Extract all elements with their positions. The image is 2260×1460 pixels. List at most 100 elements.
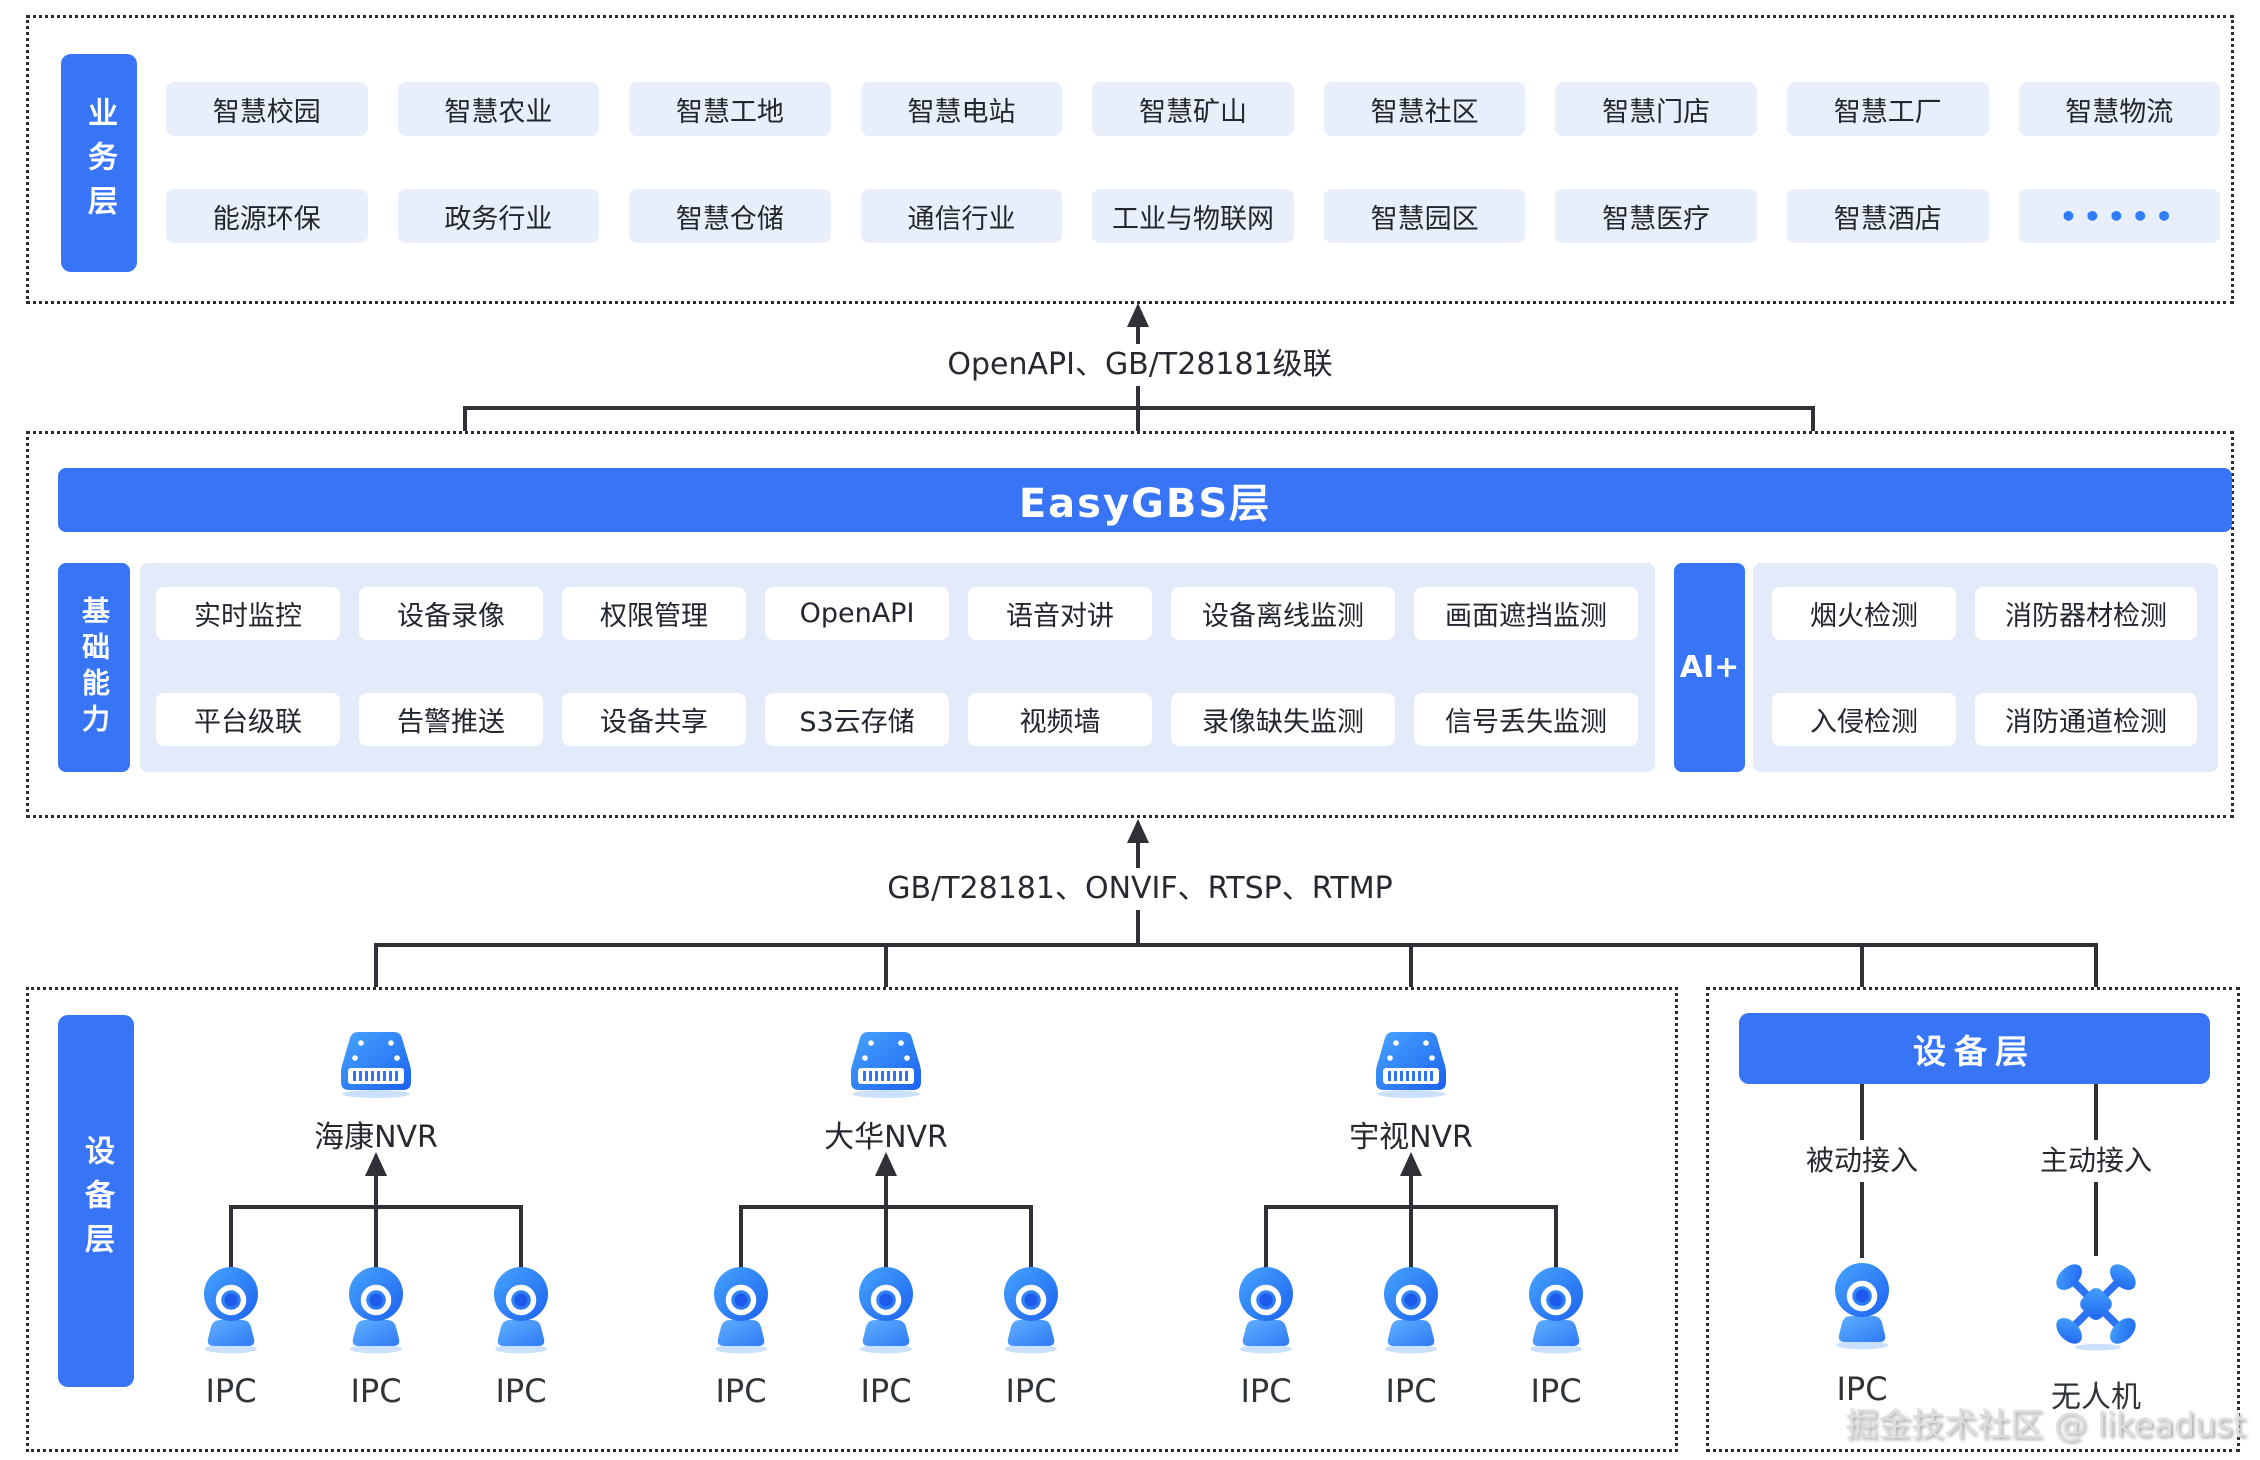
business-chip-row-2: 能源环保政务行业智慧仓储通信行业工业与物联网智慧园区智慧医疗智慧酒店••••• [166, 189, 2221, 243]
capability-chip: 实时监控 [156, 587, 340, 640]
nvr-icon [844, 1028, 928, 1098]
ipc-camera-icon [204, 1267, 258, 1354]
business-layer-box: 业务层 智慧校园智慧农业智慧工地智慧电站智慧矿山智慧社区智慧门店智慧工厂智慧物流… [26, 15, 2234, 304]
nvr-name: 大华NVR [824, 1120, 948, 1155]
business-chip: 智慧仓储 [629, 189, 831, 243]
ipc-camera-icon-slot [1524, 1267, 1588, 1358]
nvr-icon [1369, 1028, 1453, 1098]
business-chip: 智慧农业 [397, 82, 600, 136]
nvr-group-dahua: 大华NVR IPC IPC [709, 1020, 1063, 1450]
active-access-label: 主动接入 [2029, 1140, 2163, 1182]
arrow-up-to-nvr [365, 1152, 387, 1176]
ipc-camera-icon-slot [344, 1267, 408, 1358]
ai-chip: 消防器材检测 [1975, 587, 2197, 640]
nvr-stem-line [1409, 1174, 1413, 1227]
business-chip: ••••• [2018, 189, 2221, 243]
nvr-name: 海康NVR [314, 1120, 438, 1155]
ipc-camera-label: IPC [1240, 1372, 1292, 1410]
ipc-camera-icon [859, 1267, 913, 1354]
nvr-name: 宇视NVR [1349, 1120, 1473, 1155]
camera-drop-line [374, 1207, 378, 1282]
ipc-camera: IPC [344, 1262, 408, 1410]
camera-drop-line [519, 1207, 523, 1282]
arrow-up-to-business-layer [1127, 303, 1149, 327]
ai-label: AI+ [1674, 563, 1745, 772]
ipc-camera-label: IPC [350, 1372, 402, 1410]
ipc-camera-icon [1529, 1267, 1583, 1354]
ipc-camera-icon-slot [199, 1267, 263, 1358]
drop-line-nvr-2 [884, 943, 888, 1028]
ipc-camera-icon-slot [1379, 1267, 1443, 1358]
business-chip: 智慧工地 [629, 82, 831, 136]
ipc-camera-label: IPC [1385, 1372, 1437, 1410]
ipc-camera: IPC [854, 1262, 918, 1410]
capability-chip: 权限管理 [562, 587, 746, 640]
device-layer-left-label-text: 设备层 [79, 1135, 114, 1267]
capability-chip: 信号丢失监测 [1414, 693, 1638, 746]
camera-drop-line [739, 1207, 743, 1282]
capability-chip: 告警推送 [359, 693, 543, 746]
ipc-camera: IPC [1524, 1262, 1588, 1410]
ipc-camera: IPC [1234, 1262, 1298, 1410]
arrow-up-to-nvr [1400, 1152, 1422, 1176]
ai-chip-row-2: 入侵检测消防通道检测 [1772, 693, 2197, 746]
connector-device-label: GB/T28181、ONVIF、RTSP、RTMP [871, 868, 1409, 910]
connector-top-label: OpenAPI、GB/T28181级联 [931, 344, 1349, 386]
ipc-camera-icon-slot [489, 1267, 553, 1358]
ipc-camera-label: IPC [205, 1372, 257, 1410]
camera-drop-line [1409, 1207, 1413, 1282]
drone-device: 无人机 [2016, 1256, 2176, 1416]
ipc-camera-icon-slot [1830, 1263, 1894, 1354]
ipc-camera-icon [349, 1267, 403, 1354]
capability-chip: 设备共享 [562, 693, 746, 746]
business-chip: 智慧门店 [1555, 82, 1757, 136]
ipc-camera-icon [714, 1267, 768, 1354]
camera-row: IPC IPC IPC [709, 1262, 1063, 1410]
camera-drop-line [1264, 1207, 1268, 1282]
business-chip: 智慧矿山 [1092, 82, 1294, 136]
ipc-camera-icon [1239, 1267, 1293, 1354]
ipc-camera-label: IPC [860, 1372, 912, 1410]
nvr-stem-line [374, 1174, 378, 1227]
business-chip: 通信行业 [860, 189, 1063, 243]
nvr-stem-line [884, 1174, 888, 1227]
capabilities-label: 基础能力 [58, 563, 130, 772]
bracket-line-top [463, 406, 1815, 410]
camera-row: IPC IPC IPC [1234, 1262, 1588, 1410]
nvr-group-hikvision: 海康NVR IPC IPC [199, 1020, 553, 1450]
drone-label: 无人机 [2051, 1380, 2141, 1415]
capability-chip: 视频墙 [968, 693, 1152, 746]
camera-drop-line [884, 1207, 888, 1282]
business-chip: 能源环保 [166, 189, 368, 243]
ipc-camera-icon-slot [709, 1267, 773, 1358]
business-chip: 智慧园区 [1323, 189, 1526, 243]
drop-line-active [2094, 943, 2098, 1013]
watermark: 掘金技术社区 @ likeadust [1845, 1405, 2246, 1444]
ai-chip-row-1: 烟火检测消防器材检测 [1772, 587, 2197, 640]
capability-chip: 平台级联 [156, 693, 340, 746]
ipc-camera-icon [494, 1267, 548, 1354]
connector-line-top [1136, 326, 1140, 468]
arrow-up-to-easygbs-layer [1127, 819, 1149, 843]
business-layer-label-text: 业务层 [82, 97, 117, 229]
ipc-camera-icon [1384, 1267, 1438, 1354]
ipc-camera: IPC [1379, 1262, 1443, 1410]
ai-label-text: AI+ [1679, 650, 1740, 685]
drop-line-nvr-3 [1409, 943, 1413, 1028]
ipc-camera-label: IPC [715, 1372, 767, 1410]
device-layer-right-title: 设备层 [1913, 1031, 2036, 1071]
ai-chip: 入侵检测 [1772, 693, 1956, 746]
device-layer-right-bar: 设备层 [1739, 1013, 2210, 1084]
ipc-camera-icon [1004, 1267, 1058, 1354]
device-bus-line [374, 943, 2098, 947]
business-layer-label: 业务层 [61, 54, 137, 272]
camera-drop-line [1554, 1207, 1558, 1282]
camera-row: IPC IPC IPC [199, 1262, 553, 1410]
capability-chip: 语音对讲 [968, 587, 1152, 640]
nvr-group-uniview: 宇视NVR IPC IPC [1234, 1020, 1588, 1450]
ipc-camera-icon-slot [1234, 1267, 1298, 1358]
easygbs-title: EasyGBS层 [1018, 481, 1272, 527]
business-chip: 工业与物联网 [1092, 189, 1294, 243]
